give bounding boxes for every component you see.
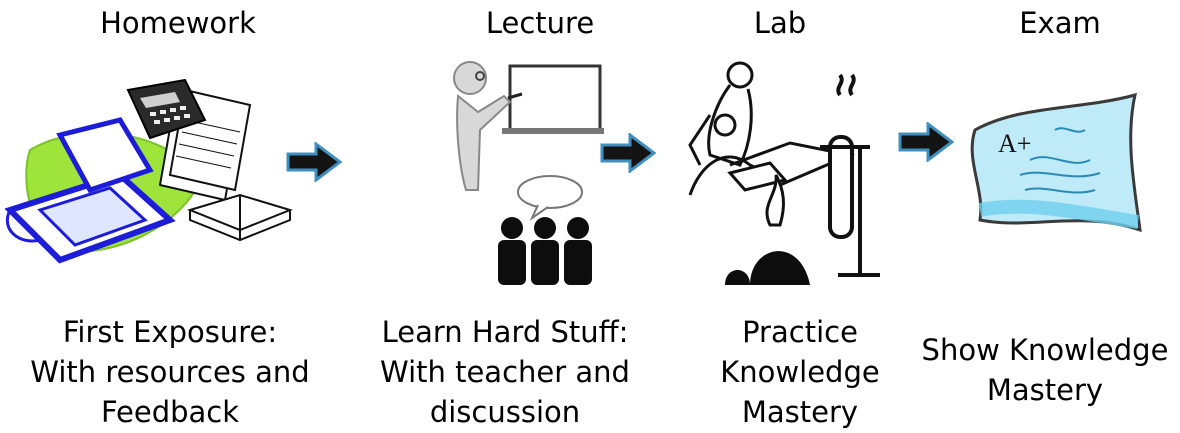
calculator-icon	[126, 78, 207, 140]
stage-title-homework: Homework	[100, 6, 256, 40]
right-arrow-icon	[600, 133, 656, 173]
right-arrow-icon	[286, 142, 342, 182]
exam-grade: A+	[998, 129, 1031, 158]
homework-illustration	[4, 78, 294, 264]
stage-caption-lecture: Learn Hard Stuff: With teacher and discu…	[380, 315, 630, 429]
audience-icon	[498, 217, 592, 285]
stage-title-lecture: Lecture	[485, 6, 595, 40]
exam-illustration: A+	[970, 92, 1142, 233]
speech-bubble-icon	[517, 175, 583, 221]
teacher-icon	[453, 61, 523, 191]
lab-illustration	[688, 61, 880, 285]
stage-caption-homework: First Exposure: With resources and Feedb…	[30, 315, 310, 429]
stage-caption-lab: Practice Knowledge Mastery	[720, 315, 880, 429]
open-book-icon	[186, 193, 294, 242]
burner-icon	[725, 174, 810, 285]
lecture-illustration	[453, 61, 604, 285]
right-arrow-icon	[898, 122, 954, 162]
exam-paper-icon	[970, 92, 1142, 233]
students-icon	[688, 61, 856, 196]
scanner-icon	[4, 117, 176, 264]
stage-title-lab: Lab	[753, 6, 807, 40]
whiteboard-icon	[502, 64, 604, 134]
stage-title-exam: Exam	[1019, 6, 1101, 40]
stage-caption-exam: Show Knowledge Mastery	[921, 333, 1169, 407]
test-tube-icon	[820, 73, 880, 277]
